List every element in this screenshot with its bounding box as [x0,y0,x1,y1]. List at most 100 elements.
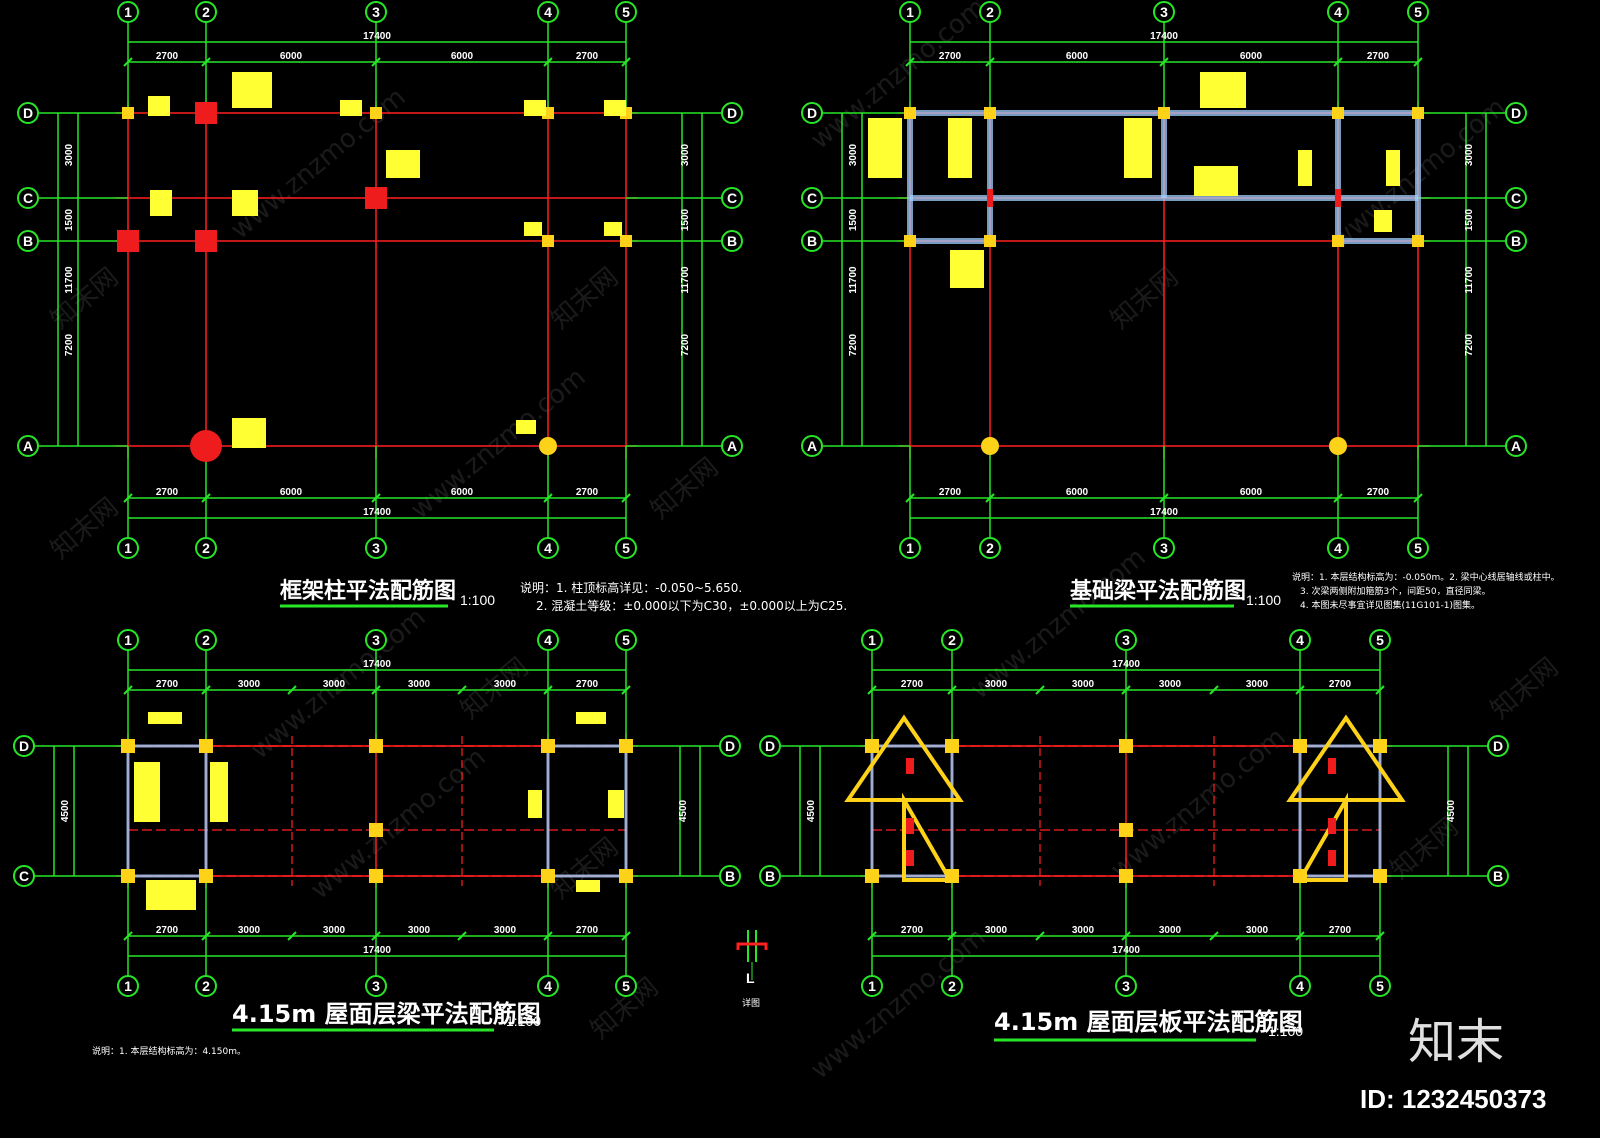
plan-4-scale: 1:100 [1268,1023,1303,1039]
watermark-logo: 知末 ID: 1232450373 [1360,1014,1546,1114]
slab-outline [1298,744,1382,878]
dimension-text: 3000 [238,925,261,936]
axis-label: 3 [1122,978,1130,994]
axis-label: 5 [1414,4,1422,20]
dimension-text: 2700 [901,925,924,936]
axis-bubble [941,629,963,651]
column-marker [865,869,879,883]
dimension-text: 2700 [576,925,599,936]
plan-4-title-block: 4.15m 屋面层板平法配筋图 1:100 [994,1008,1303,1042]
axis-label: 2 [202,540,210,556]
annotation-block [604,222,622,236]
plan-3-scale: 1:100 [506,1013,541,1029]
axis-label: A [807,438,817,454]
annotation-block [146,880,196,910]
column-marker [370,107,382,119]
plan-2-scale: 1:100 [1246,592,1281,608]
axis-bubble [1115,975,1137,997]
axis-label: D [765,738,775,754]
axis-label: A [1511,438,1521,454]
axis-label: D [727,105,737,121]
axis-label: 3 [372,4,380,20]
axis-label: 5 [622,4,630,20]
dimension-text: 2700 [939,487,962,498]
axis-bubble [1487,865,1509,887]
axis-label: 4 [1334,4,1342,20]
annotation-block [950,250,984,288]
axis-bubble [117,537,139,559]
axis-bubble [17,102,39,124]
axis-label: B [765,868,775,884]
axis-bubble [365,629,387,651]
axis-bubble [861,975,883,997]
axis-label: 1 [868,978,876,994]
axis-bubble [721,435,743,457]
dimension-text: 6000 [451,51,474,62]
dimension-text-vertical: 11700 [680,266,691,294]
beam-section-mark [1335,189,1341,207]
axis-bubble [1153,1,1175,23]
dimension-tick [201,931,211,941]
column-marker [1373,869,1387,883]
axis-bubble [195,975,217,997]
dimension-text-vertical: 1500 [64,208,75,231]
dimension-tick [543,493,553,503]
dimension-tick [621,685,631,695]
axis-label: 5 [1414,540,1422,556]
axis-bubble [759,865,781,887]
plan-1-note-2: 2. 混凝土等级：±0.000以下为C30，±0.000以上为C25. [536,598,847,613]
dimension-tick [371,685,381,695]
axis-label: 3 [372,540,380,556]
slab-opening-mark [906,850,914,866]
dimension-tick [1413,57,1423,67]
axis-bubble [1153,537,1175,559]
column-marker [369,869,383,883]
slab-rebar-symbol [902,792,954,882]
dimension-text: 3000 [238,679,261,690]
column-marker [1412,235,1424,247]
axis-label: D [19,738,29,754]
detail-sub-label: 详图 [742,997,760,1009]
dimension-tick [371,57,381,67]
axis-bubble [1327,537,1349,559]
dimension-text: 2700 [576,487,599,498]
axis-label: 5 [622,978,630,994]
watermark-logo-text: 知末 [1408,1014,1504,1070]
dimension-text-vertical: 3000 [1464,143,1475,166]
beam-outline [546,744,628,878]
dimension-text-vertical: 3000 [848,143,859,166]
axis-bubble [979,1,1001,23]
dimension-tick [1121,931,1131,941]
dimension-tick [371,493,381,503]
axis-bubble [1327,1,1349,23]
dimension-text-vertical: 11700 [1464,266,1475,294]
axis-bubble [117,1,139,23]
axis-bubble [365,1,387,23]
axis-label: 1 [868,632,876,648]
axis-bubble [537,1,559,23]
dimension-text: 2700 [901,679,924,690]
slab-rebar-symbol [1296,792,1348,882]
dimension-text: 3000 [408,925,431,936]
round-column-marker [539,437,557,455]
dimension-total: 17400 [363,31,391,42]
axis-label: 4 [1296,632,1304,648]
column-marker [541,739,555,753]
axis-label: A [727,438,737,454]
axis-label: 5 [1376,632,1384,648]
dimension-text: 3000 [494,679,517,690]
plans-layer: 2700270060006000600060002700270017400174… [13,1,1527,997]
column-marker [984,235,996,247]
dimension-text: 6000 [1066,487,1089,498]
annotation-block [386,150,420,178]
detail-label: L [746,970,755,986]
axis-label: C [1511,190,1521,206]
axis-label: 3 [1122,632,1130,648]
plan-1-title-block: 框架柱平法配筋图 1:100 说明：1. 柱顶标高详见：-0.050~5.650… [280,578,847,613]
dimension-tick [543,685,553,695]
axis-bubble [1505,435,1527,457]
axis-label: 2 [202,4,210,20]
column-marker [369,823,383,837]
axis-label: C [807,190,817,206]
dimension-tick [371,931,381,941]
